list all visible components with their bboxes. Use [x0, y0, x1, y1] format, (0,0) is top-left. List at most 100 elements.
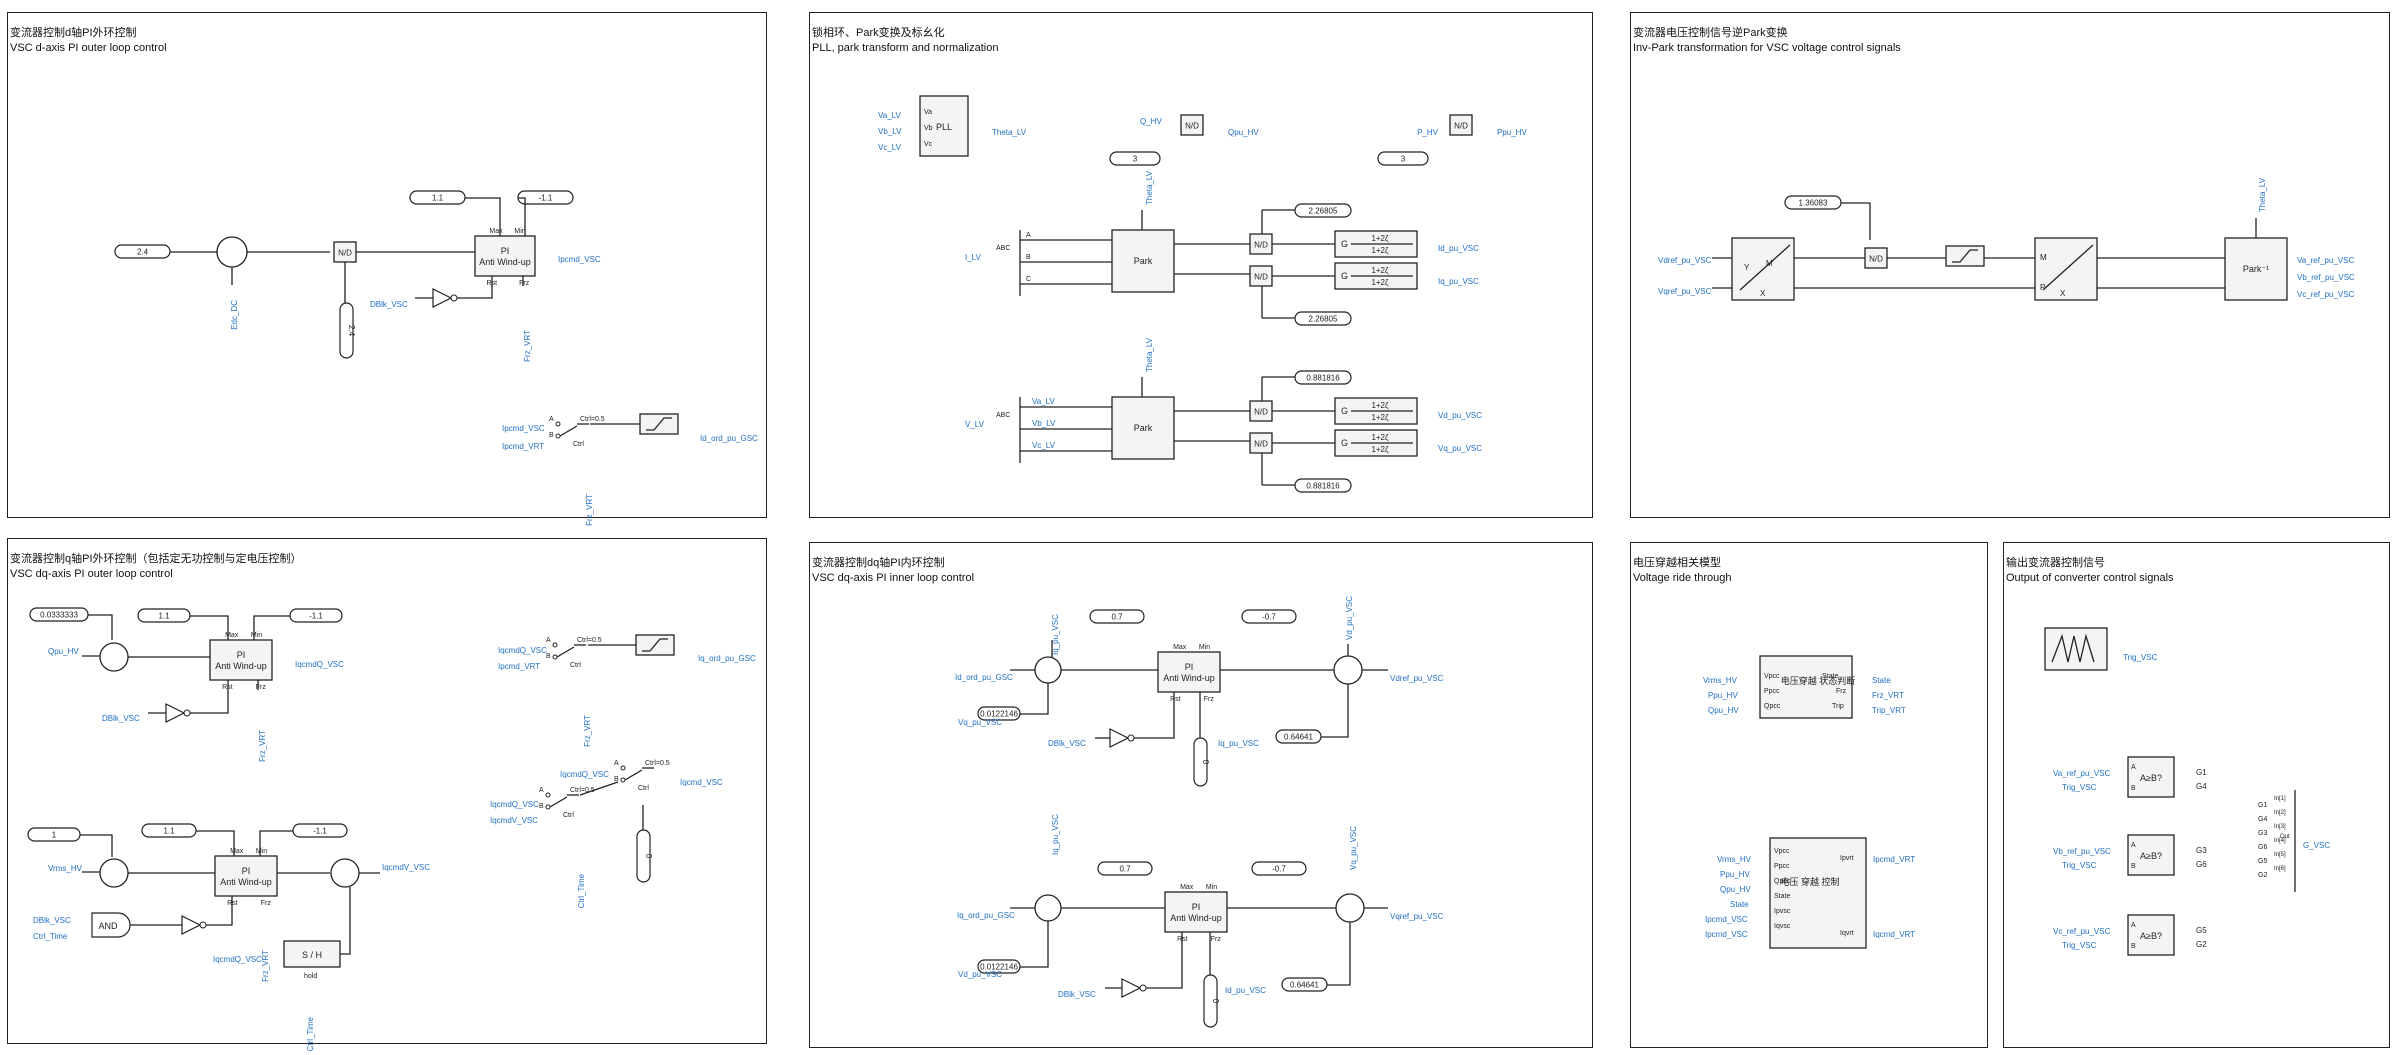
label: In[3]: [2274, 824, 2286, 830]
anti-windup-label: Anti Wind-up: [1170, 913, 1222, 923]
signal-label: IqcmdV_VSC: [382, 863, 430, 872]
constant-value: 1.1: [163, 827, 175, 836]
label: ABC: [996, 245, 1010, 252]
max-port: Max: [1173, 644, 1187, 651]
wire: [1020, 921, 1049, 968]
label: G5: [2258, 858, 2267, 865]
pi-label: PI: [237, 650, 246, 660]
constant-value: 2.26805: [1309, 315, 1338, 324]
signal-label: Ipcmd_VRT: [502, 442, 544, 451]
constant-value: 2.26805: [1309, 207, 1338, 216]
summing-junction: [1034, 656, 1062, 684]
signal-label: Vd_pu_VSC: [958, 970, 1002, 979]
tf-denom: 1+2ζ: [1371, 445, 1389, 454]
label: In[5]: [2274, 852, 2286, 858]
anti-windup-label: Anti Wind-up: [220, 877, 272, 887]
rst-port: Rst: [1170, 696, 1181, 703]
max-port: Max: [230, 848, 244, 855]
signal-label: Vdref_pu_VSC: [1658, 256, 1712, 265]
label: M: [2040, 253, 2047, 262]
comparator-block: [2127, 756, 2175, 798]
signal-label: Va_ref_pu_VSC: [2053, 769, 2110, 778]
label: Iqvrt: [1840, 930, 1854, 937]
signal-label: Iq_pu_VSC: [1051, 614, 1060, 655]
label: Qpcc: [1764, 703, 1781, 710]
label: Frz: [1836, 688, 1847, 695]
constant-value: -1.1: [309, 612, 323, 621]
signal-label: Ipcmd_VRT: [498, 662, 540, 671]
tf-denom: 1+2ζ: [1371, 278, 1389, 287]
min-port: Min: [1206, 884, 1217, 891]
constant-block: [1377, 151, 1429, 166]
signal-label: Frz_VRT: [523, 330, 532, 362]
signal-label: Ipcmd_VSC: [502, 424, 545, 433]
signal-label: Frz_VRT: [585, 494, 594, 526]
switch-blade: [556, 646, 575, 658]
constant-value: 0.7: [1119, 865, 1131, 874]
tf-gain: G: [1341, 406, 1348, 416]
port-label: B: [549, 432, 554, 439]
summing-junction: [216, 236, 248, 268]
signal-label: Theta_LV: [1145, 337, 1154, 372]
park-label: Park: [1134, 423, 1153, 433]
label: X: [1760, 289, 1766, 298]
constant-value: 0.0333333: [40, 611, 78, 620]
switch-contact: [545, 804, 551, 810]
signal-label: Vd_pu_VSC: [1345, 596, 1354, 640]
label: Y: [1744, 263, 1750, 272]
panel-title-cn: 输出变流器控制信号: [2006, 557, 2105, 569]
frz-port: Frz: [256, 684, 267, 691]
wire: [1020, 683, 1049, 715]
signal-label: Vb_LV: [878, 127, 902, 136]
inverter-block: [1121, 978, 1142, 998]
triangle-wave: [2051, 633, 2095, 663]
signal-label: Va_LV: [1032, 397, 1055, 406]
signal-label: Vc_ref_pu_VSC: [2053, 927, 2111, 936]
inverter-bubble: [183, 709, 191, 717]
inverter-bubble: [1127, 734, 1135, 742]
label: Vc: [924, 141, 933, 148]
wire: [457, 276, 493, 299]
signal-label: Iq_pu_VSC: [1438, 277, 1479, 286]
signal-label: Ppu_HV: [1720, 870, 1750, 879]
wire: [465, 197, 501, 236]
vrt-status-label: 电压穿越 状态判断: [1781, 675, 1856, 686]
signal-label: Id_pu_VSC: [1438, 244, 1479, 253]
panel-title-cn: 变流器控制d轴PI外环控制: [10, 27, 137, 39]
wire: [253, 615, 290, 640]
switch-ctrl-port: Ctrl: [638, 785, 649, 792]
label: X: [2060, 289, 2066, 298]
constant-value: -1.1: [313, 827, 327, 836]
constant-value: 1.1: [158, 612, 170, 621]
signal-label: Vdref_pu_VSC: [1390, 674, 1444, 683]
vrt-control-label: 电压 穿越 控制: [1780, 876, 1839, 887]
summing-junction: [99, 642, 129, 672]
pi-label: PI: [242, 866, 251, 876]
panel-dq-inner: 变流器控制dq轴PI内环控制 VSC dq-axis PI inner loop…: [809, 542, 1593, 1048]
constant-value: 2.4: [137, 248, 149, 257]
tf-numer: 1+2ζ: [1371, 433, 1389, 442]
signal-label: Vrms_HV: [48, 864, 83, 873]
max-port: Max: [1180, 884, 1194, 891]
signal-label: V_LV: [965, 420, 985, 429]
label: Vpcc: [1774, 848, 1790, 855]
signal-label: Edc_DC: [230, 300, 239, 330]
port-label: A: [2131, 764, 2136, 771]
signal-label: DBlk_VSC: [33, 916, 71, 925]
signal-label: Vc_LV: [878, 143, 902, 152]
label: G1: [2258, 802, 2267, 809]
signal-label: Trig_VSC: [2062, 783, 2097, 792]
constant-value: 3: [1133, 155, 1138, 164]
signal-label: DBlk_VSC: [1058, 990, 1096, 999]
constant-value: 0.7: [1111, 613, 1123, 622]
switch-contact: [552, 642, 558, 648]
pi-label: PI: [1185, 662, 1194, 672]
switch-ctrl-label: Ctrl=0.5: [645, 760, 670, 767]
switch-ctrl-label: Ctrl=0.5: [580, 416, 605, 423]
wire: [1146, 932, 1183, 989]
label: State: [1774, 893, 1790, 900]
tf-denom: 1+2ζ: [1371, 413, 1389, 422]
switch-ctrl-port: Ctrl: [573, 441, 584, 448]
wire: [1134, 692, 1175, 739]
